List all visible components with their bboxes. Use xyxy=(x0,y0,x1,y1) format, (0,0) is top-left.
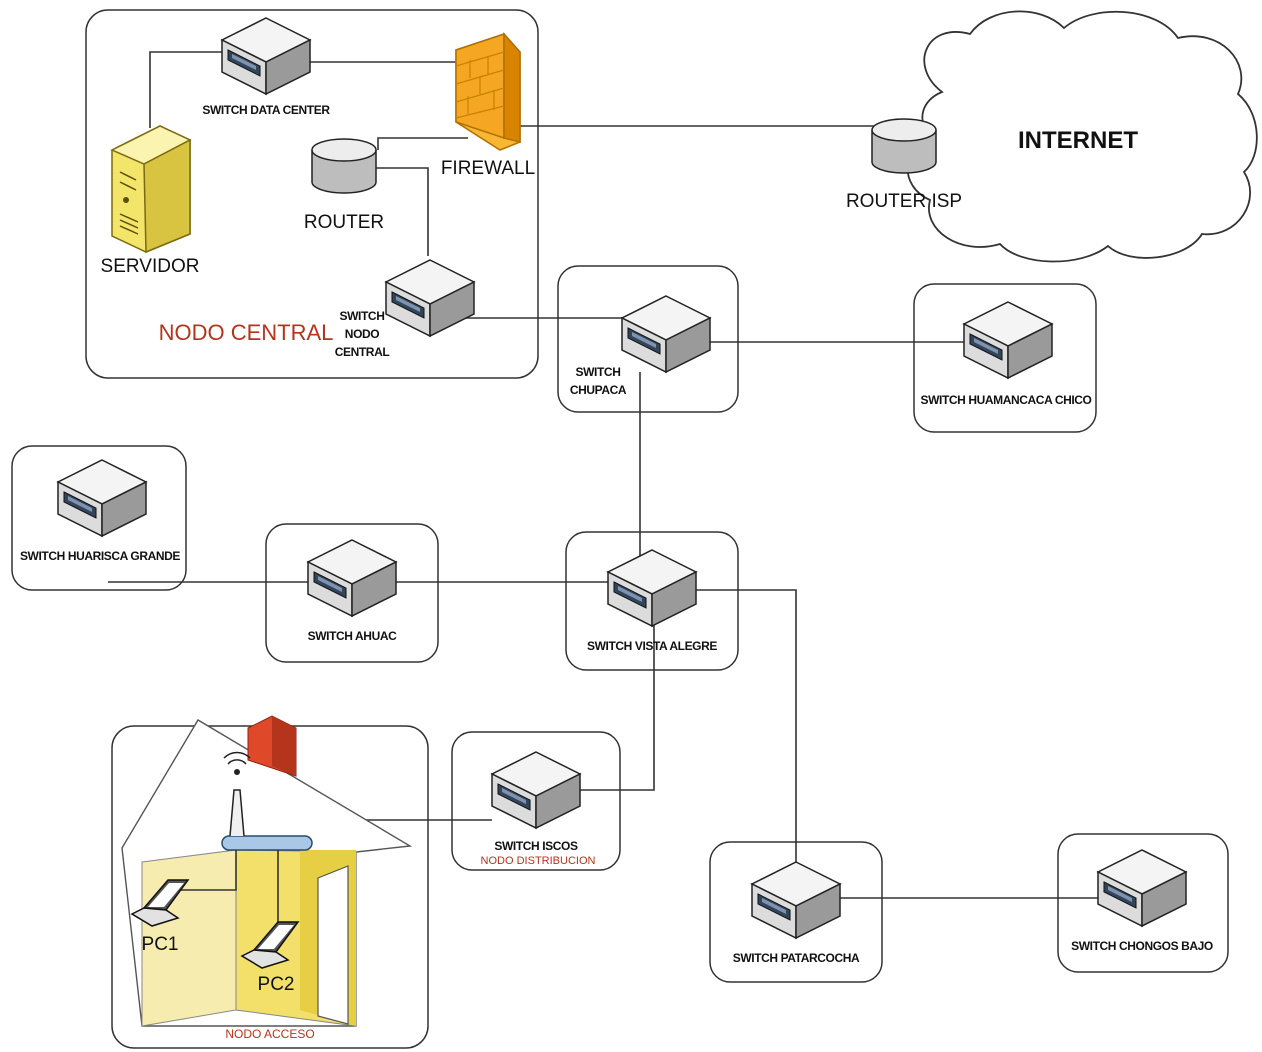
router-isp-icon xyxy=(871,118,937,174)
switch-patarcocha-label: SWITCH PATARCOCHA xyxy=(733,951,860,965)
link-vistaalegre-patarcocha xyxy=(690,589,797,866)
nodo-acceso-label: NODO ACCESO xyxy=(225,1027,314,1041)
switch-data-center-label: SWITCH DATA CENTER xyxy=(202,103,330,117)
switch-huamancaca-label: SWITCH HUAMANCACA CHICO xyxy=(920,393,1091,407)
server-icon xyxy=(110,125,192,254)
switch-chongos-label: SWITCH CHONGOS BAJO xyxy=(1071,939,1213,953)
link-vistaalegre-iscos xyxy=(578,612,655,791)
switch-nodo-central-label-1: SWITCH xyxy=(340,309,385,323)
router-label: ROUTER xyxy=(304,212,384,233)
switch-iscos-sublabel: NODO DISTRIBUCION xyxy=(481,855,596,867)
access-point-icon xyxy=(221,751,313,851)
switch-vista-alegre-label: SWITCH VISTA ALEGRE xyxy=(587,639,717,653)
link-firewall-router xyxy=(377,137,468,150)
nodo-central-label: NODO CENTRAL xyxy=(159,320,334,345)
house-illustration xyxy=(121,715,413,1027)
switch-huarisca-label: SWITCH HUARISCA GRANDE xyxy=(20,549,180,563)
link-ap-pc1 xyxy=(178,850,237,891)
pc2-label: PC2 xyxy=(258,974,295,995)
switch-chupaca-label-1: SWITCH xyxy=(576,365,621,379)
switch-iscos-label: SWITCH ISCOS xyxy=(494,839,578,853)
firewall-label: FIREWALL xyxy=(441,158,535,179)
servidor-label: SERVIDOR xyxy=(101,256,200,277)
switch-nodo-central-label-3: CENTRAL xyxy=(335,345,390,359)
link-router-switchnodo xyxy=(372,167,429,256)
switch-nodo-central-label-2: NODO xyxy=(345,327,379,341)
router-icon xyxy=(311,138,377,194)
switch-chupaca-label-2: CHUPACA xyxy=(570,383,627,397)
switch-ahuac-label: SWITCH AHUAC xyxy=(308,629,397,643)
internet-label: INTERNET xyxy=(1018,127,1138,154)
router-isp-label: ROUTER ISP xyxy=(846,191,962,212)
firewall-icon xyxy=(455,32,521,151)
internet-cloud xyxy=(906,10,1258,263)
pc1-label: PC1 xyxy=(142,934,179,955)
